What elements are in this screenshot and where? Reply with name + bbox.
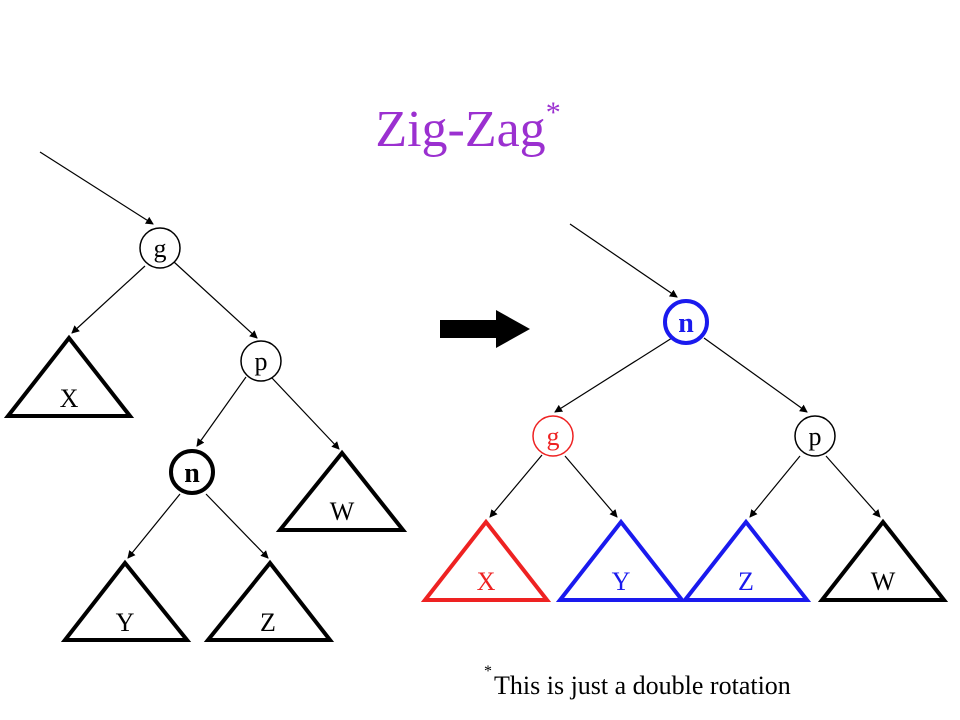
right-arrow-icon xyxy=(440,310,530,348)
incoming-edge-n xyxy=(569,223,678,298)
subtree-y-before: Y xyxy=(60,559,192,642)
subtree-label: X xyxy=(60,384,79,413)
edge-n-y xyxy=(127,493,181,559)
subtree-w-after: W xyxy=(817,518,949,602)
node-n-before: n xyxy=(169,449,215,495)
subtree-y-after: Y xyxy=(555,518,687,602)
node-n-after: n xyxy=(663,299,709,345)
subtree-x-before: X xyxy=(3,334,135,418)
node-p-after: p xyxy=(794,415,836,457)
subtree-label: X xyxy=(477,567,496,596)
subtree-z-after: Z xyxy=(680,518,812,602)
slide-title: Zig-Zag* xyxy=(375,96,560,158)
subtree-label: W xyxy=(871,567,896,596)
subtree-label: Z xyxy=(738,567,754,596)
subtree-x-after: X xyxy=(420,518,552,602)
subtree-label: W xyxy=(330,497,355,526)
edge-n-p xyxy=(703,337,808,413)
edge-p-n xyxy=(196,376,247,447)
edge-g-x xyxy=(489,454,543,518)
edge-p-w xyxy=(271,377,340,450)
node-label: p xyxy=(809,422,822,451)
subtree-w-before: W xyxy=(275,449,408,532)
node-label: n xyxy=(678,308,694,339)
edge-n-g xyxy=(554,337,673,413)
node-p-before: p xyxy=(240,340,282,382)
edge-g-p xyxy=(173,261,258,339)
node-label: n xyxy=(184,458,200,489)
node-g-before: g xyxy=(139,227,181,269)
subtree-label: Y xyxy=(612,567,631,596)
title-asterisk: * xyxy=(546,96,561,129)
node-label: p xyxy=(255,347,268,376)
incoming-edge-g xyxy=(39,151,154,225)
footnote-text: This is just a double rotation xyxy=(494,671,791,700)
edge-p-w xyxy=(825,455,881,518)
edge-n-z xyxy=(205,493,269,559)
edge-g-y xyxy=(564,455,618,518)
before-tree: g p n X W Y Z xyxy=(3,151,408,642)
footnote: *This is just a double rotation xyxy=(484,663,791,700)
footnote-asterisk: * xyxy=(484,663,492,680)
node-g-after: g xyxy=(532,415,574,457)
title-text: Zig-Zag xyxy=(375,101,545,158)
subtree-z-before: Z xyxy=(203,559,335,642)
after-tree: n g p X Y Z W xyxy=(420,223,949,602)
edge-p-z xyxy=(749,455,801,518)
edge-g-x xyxy=(71,265,146,334)
node-label: g xyxy=(154,234,167,263)
node-label: g xyxy=(547,422,560,451)
subtree-label: Z xyxy=(260,608,276,637)
subtree-label: Y xyxy=(116,608,135,637)
